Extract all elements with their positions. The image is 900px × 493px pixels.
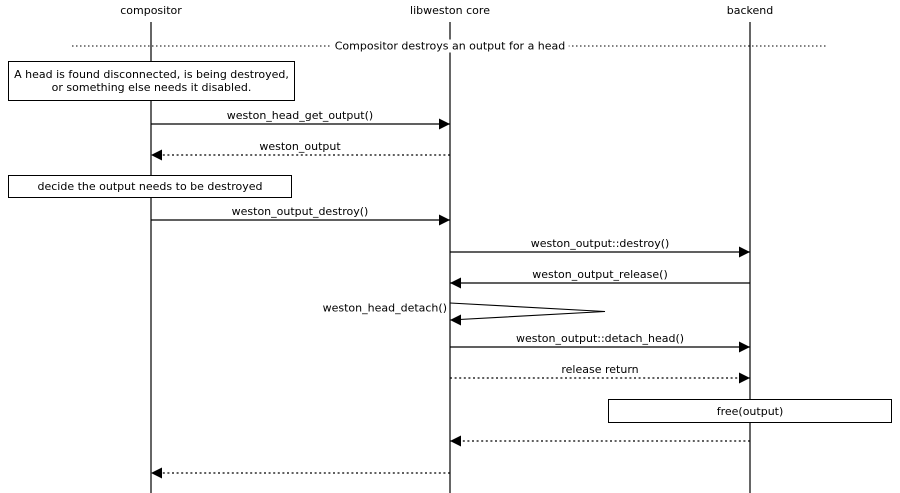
message-label-weston-output-release: weston_output_release() bbox=[532, 268, 668, 281]
actor-label-compositor: compositor bbox=[120, 4, 182, 17]
arrowhead-weston-head-get-output bbox=[439, 118, 450, 130]
arrowhead-libweston-return bbox=[151, 467, 162, 479]
arrowhead-weston-output-release bbox=[450, 277, 461, 289]
arrowhead-weston-output-detach-head bbox=[739, 341, 750, 353]
note-decide-destroy: decide the output needs to be destroyed bbox=[8, 175, 292, 198]
message-label-weston-output-detach-head: weston_output::detach_head() bbox=[515, 332, 685, 345]
message-label-weston-output-return: weston_output bbox=[259, 140, 341, 153]
note-head-disconnected: A head is found disconnected, is being d… bbox=[8, 61, 295, 101]
arrowhead-weston-output-destroy-vfunc bbox=[739, 246, 750, 258]
arrowhead-weston-head-detach bbox=[450, 314, 461, 326]
message-label-weston-head-get-output: weston_head_get_output() bbox=[226, 109, 374, 122]
message-label-weston-output-destroy-vfunc: weston_output::destroy() bbox=[530, 237, 670, 250]
message-label-weston-output-destroy: weston_output_destroy() bbox=[231, 205, 369, 218]
arrowhead-weston-output-return bbox=[151, 149, 162, 161]
arrowhead-release-return bbox=[739, 372, 750, 384]
message-line-weston-head-detach bbox=[449, 302, 606, 321]
arrowhead-weston-output-destroy bbox=[439, 214, 450, 226]
actor-label-libweston-core: libweston core bbox=[410, 4, 490, 17]
message-label-weston-head-detach: weston_head_detach() bbox=[322, 301, 447, 315]
divider-label: Compositor destroys an output for a head bbox=[331, 39, 569, 53]
note-free-output: free(output) bbox=[608, 399, 892, 423]
message-label-release-return: release return bbox=[561, 363, 639, 376]
arrowhead-backend-return bbox=[450, 435, 461, 447]
actor-label-backend: backend bbox=[726, 4, 774, 17]
